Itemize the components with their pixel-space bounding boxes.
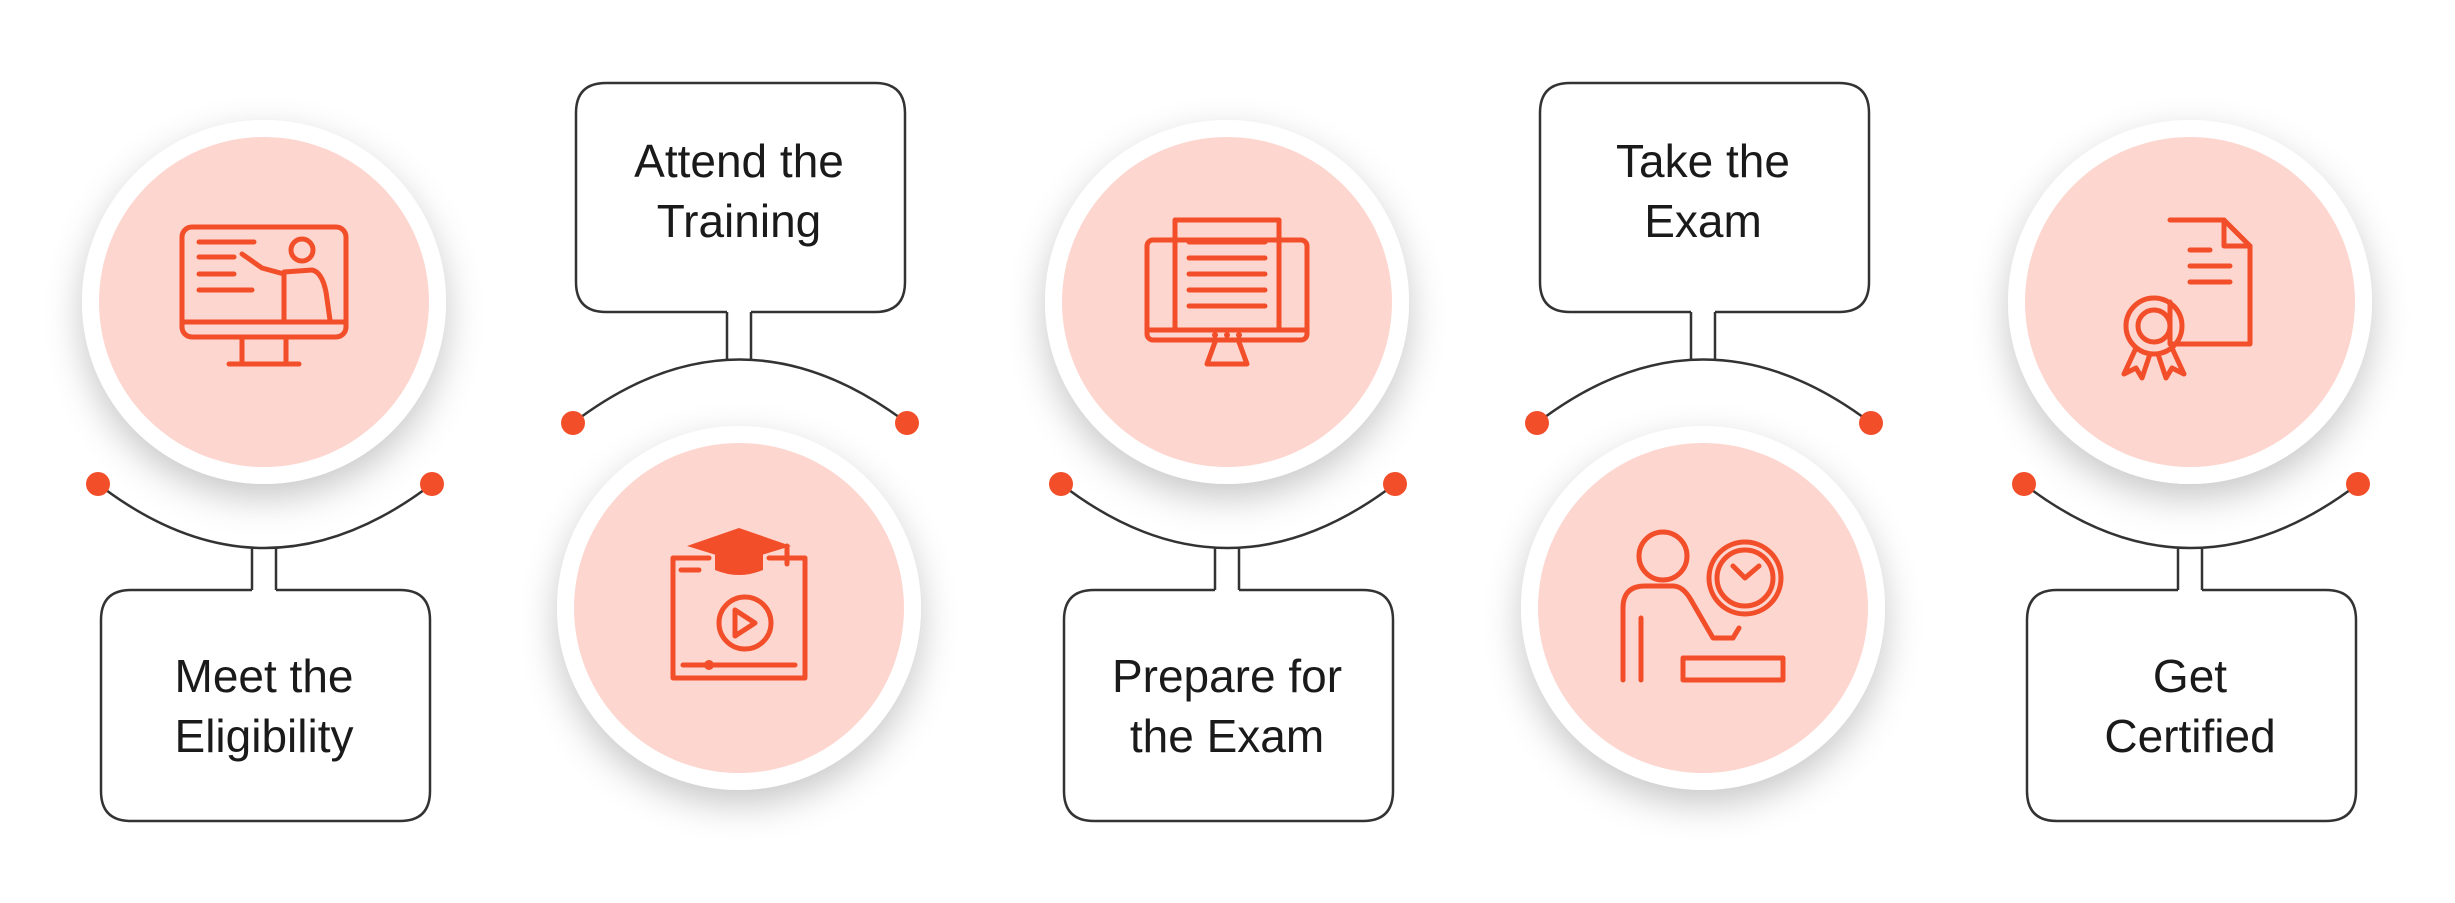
step-label-line1: Attend the	[634, 135, 844, 187]
connector-and-label-box	[84, 470, 446, 823]
step-label-line2: Certified	[2104, 710, 2275, 762]
step-label-line1: Get	[2153, 650, 2227, 702]
video-course-graduation-cap-icon	[670, 528, 808, 681]
step-attend-training: Attend the Training	[557, 81, 921, 790]
step-meet-eligibility: Meet the Eligibility	[82, 120, 446, 823]
step-label-line1: Meet the	[175, 650, 354, 702]
step-label-line1: Prepare for	[1112, 650, 1342, 702]
computer-document-icon	[1144, 217, 1310, 367]
step-label-line2: Exam	[1644, 195, 1762, 247]
step-get-certified: Get Certified	[2008, 120, 2372, 823]
connector-and-label-box	[1047, 470, 1409, 823]
certificate-ribbon-icon	[2121, 217, 2253, 381]
step-label-line2: the Exam	[1130, 710, 1324, 762]
step-take-exam: Take the Exam	[1521, 81, 1885, 790]
connector-and-label-box	[2010, 470, 2372, 823]
person-writing-clock-icon	[1620, 529, 1786, 683]
online-teaching-monitor-icon	[179, 224, 349, 367]
step-label-line2: Eligibility	[175, 710, 354, 762]
step-label-line1: Take the	[1616, 135, 1790, 187]
step-label-line2: Training	[657, 195, 821, 247]
step-prepare-exam: Prepare for the Exam	[1045, 120, 1409, 823]
